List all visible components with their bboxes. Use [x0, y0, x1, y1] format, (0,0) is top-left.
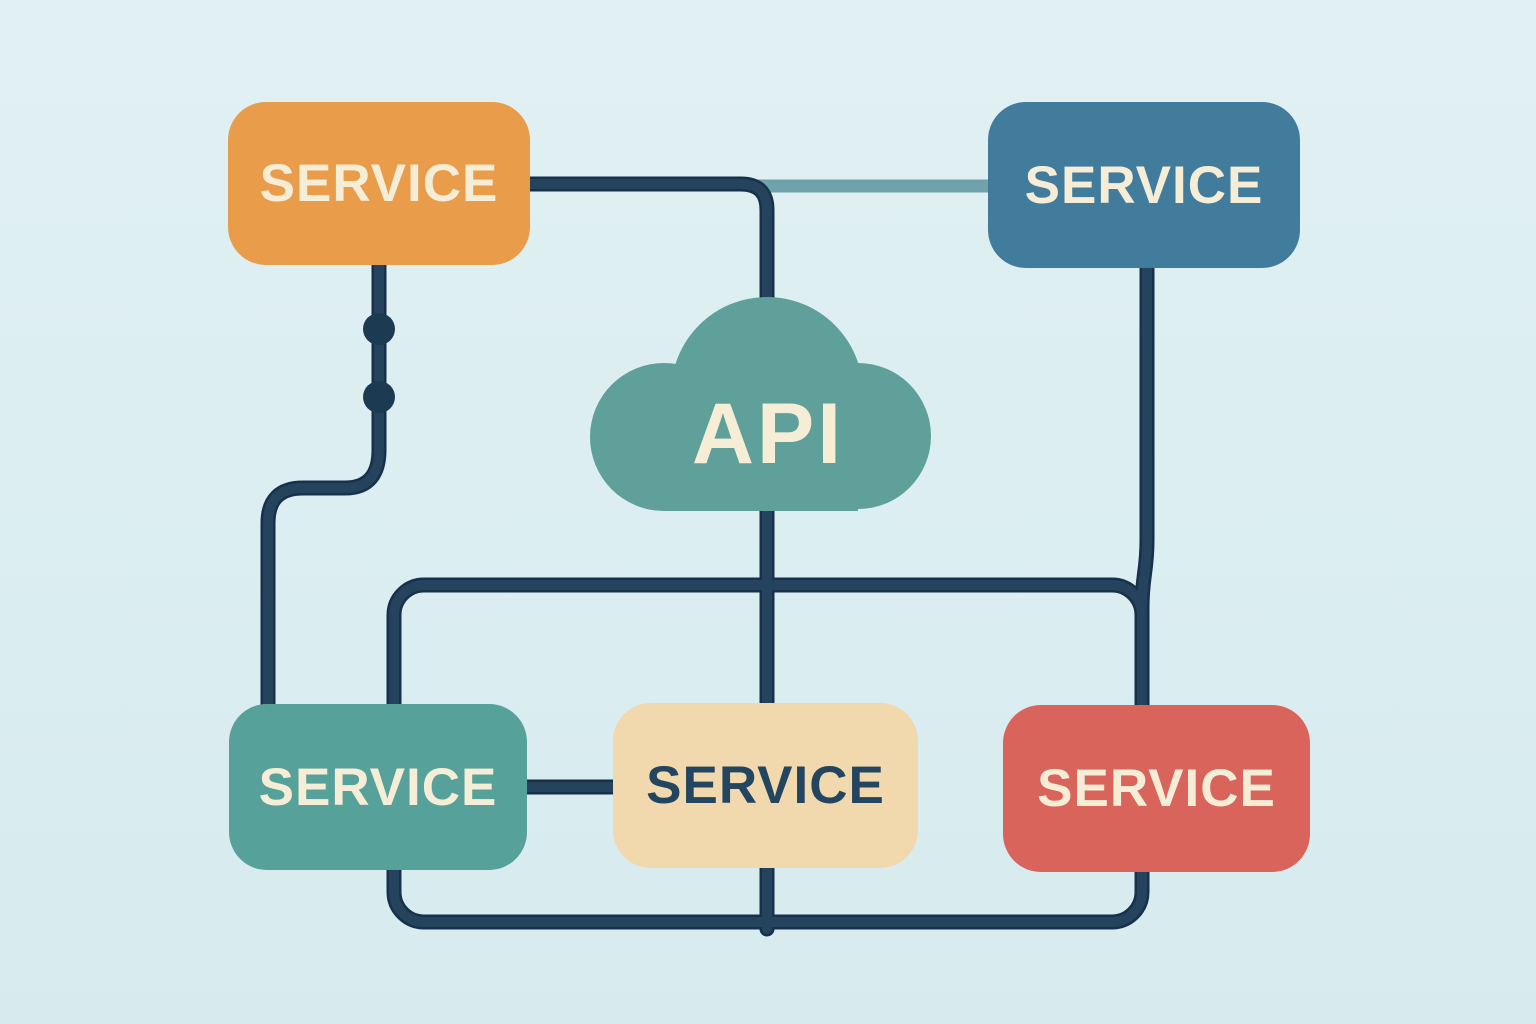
service-node-bottom-center: SERVICE — [613, 703, 918, 868]
service-label: SERVICE — [1037, 759, 1276, 818]
service-label: SERVICE — [258, 757, 498, 817]
service-node-bottom-left: SERVICE — [229, 704, 527, 870]
connection-dot-lower — [363, 381, 395, 413]
api-cloud-shape — [590, 297, 931, 511]
connection-dot-upper — [363, 313, 395, 345]
service-node-top-left: SERVICE — [228, 102, 530, 265]
api-cloud-label: API — [668, 386, 868, 482]
cloud-base — [664, 436, 858, 511]
api-label-text: API — [691, 386, 845, 482]
service-node-bottom-right: SERVICE — [1003, 705, 1310, 872]
service-label: SERVICE — [259, 154, 499, 213]
service-label: SERVICE — [1024, 155, 1264, 215]
service-label: SERVICE — [646, 756, 885, 815]
service-node-top-right: SERVICE — [988, 102, 1300, 268]
